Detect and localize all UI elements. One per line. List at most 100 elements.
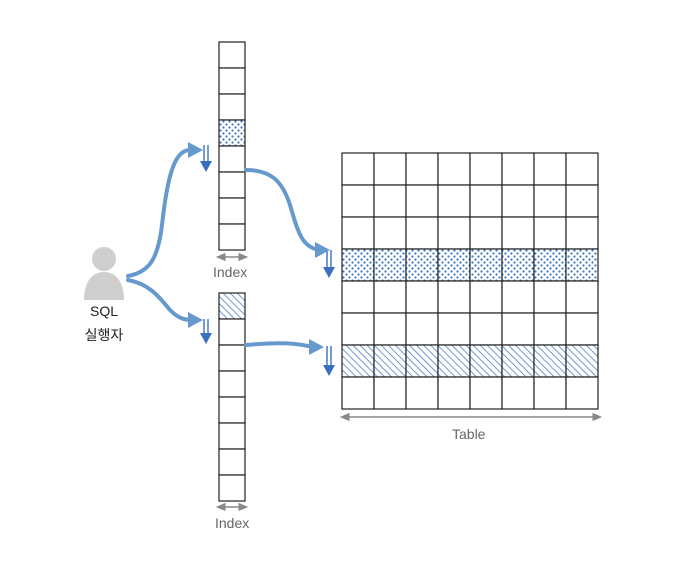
table-cell-dotted: [437, 248, 471, 282]
arrowhead-top-index-to-table: [315, 242, 330, 258]
table-cell: [501, 152, 535, 186]
table-cell: [469, 152, 503, 186]
table-cell: [565, 216, 599, 250]
table-cell: [565, 280, 599, 314]
table-cell: [533, 312, 567, 346]
table-cell-dotted: [469, 248, 503, 282]
table-cell: [437, 312, 471, 346]
table-cell: [469, 376, 503, 410]
arrow-top-index-to-table: [244, 168, 322, 252]
index-cell: [218, 171, 246, 199]
table-cell: [373, 312, 407, 346]
table-label: Table: [452, 426, 486, 442]
table-cell: [469, 280, 503, 314]
scan-down-arrows: [200, 145, 335, 376]
table-cell: [405, 152, 439, 186]
table-cell-hatched: [405, 344, 439, 378]
table-cell-hatched: [469, 344, 503, 378]
table-cell: [341, 216, 375, 250]
actor-label-line1: SQL: [89, 303, 118, 319]
arrow-bottom-index-to-table: [244, 341, 310, 348]
table-cell: [405, 280, 439, 314]
index-cell: [218, 41, 246, 69]
table-cell: [405, 184, 439, 218]
table-cell-dotted: [533, 248, 567, 282]
index-to-table-arrowheads: [309, 242, 330, 355]
scan-arrow-table-dotted-row: [323, 250, 335, 278]
table-cell: [373, 280, 407, 314]
scan-arrow-top-index: [200, 145, 212, 172]
table-cell: [437, 152, 471, 186]
arrowhead-top-index: [188, 142, 203, 158]
arrow-to-top-index: [126, 148, 192, 278]
table-cell: [373, 216, 407, 250]
table-cell: [501, 280, 535, 314]
table-cell: [373, 184, 407, 218]
actor-label-line2: 실행자: [84, 327, 124, 343]
index-cell: [218, 197, 246, 225]
table-cell: [469, 184, 503, 218]
table-cell: [341, 312, 375, 346]
index-top: [218, 41, 246, 251]
table-cell: [341, 376, 375, 410]
table-cell-hatched: [437, 344, 471, 378]
index-cell: [218, 223, 246, 251]
index-cell: [218, 145, 246, 173]
arrowhead-bottom-index: [188, 312, 203, 328]
index-cell: [218, 474, 246, 502]
table-cell-hatched: [341, 344, 375, 378]
table-cell: [501, 216, 535, 250]
table-cell-dotted: [501, 248, 535, 282]
table-cell: [341, 152, 375, 186]
table-cell: [501, 184, 535, 218]
table-cell: [565, 312, 599, 346]
table-cell-dotted: [565, 248, 599, 282]
table-cell-hatched: [533, 344, 567, 378]
table-cell: [405, 312, 439, 346]
index-cell: [218, 448, 246, 476]
table-cell: [533, 216, 567, 250]
table-cell: [341, 280, 375, 314]
table-cell: [533, 152, 567, 186]
table-cell-dotted: [405, 248, 439, 282]
index-cell-highlighted: [218, 119, 246, 147]
table-cell: [501, 312, 535, 346]
table-cell: [533, 376, 567, 410]
table-cell: [405, 216, 439, 250]
index-top-label: Index: [213, 264, 248, 280]
table-cell: [565, 376, 599, 410]
arrowhead-bottom-index-to-table: [309, 339, 324, 355]
arrow-to-bottom-index: [126, 278, 194, 322]
index-cell: [218, 370, 246, 398]
table-cell: [469, 312, 503, 346]
table-cell: [437, 376, 471, 410]
table-cell: [437, 184, 471, 218]
index-to-table-arrows: [244, 168, 322, 348]
table-cell-hatched: [501, 344, 535, 378]
actor-arrowheads: [188, 142, 203, 328]
index-cell: [218, 422, 246, 450]
index-cell: [218, 67, 246, 95]
table-cell: [373, 376, 407, 410]
index-bottom-label: Index: [215, 515, 250, 531]
table-cell: [565, 184, 599, 218]
table-grid: [341, 152, 599, 410]
index-cell: [218, 318, 246, 346]
table-cell: [565, 152, 599, 186]
index-cell-highlighted: [218, 292, 246, 320]
index-cell: [218, 344, 246, 372]
index-cell: [218, 396, 246, 424]
index-cell: [218, 93, 246, 121]
table-cell: [373, 152, 407, 186]
user-icon: [84, 247, 124, 300]
table-cell: [501, 376, 535, 410]
table-cell: [405, 376, 439, 410]
table-cell: [533, 280, 567, 314]
table-cell-hatched: [565, 344, 599, 378]
table-cell: [533, 184, 567, 218]
dimension-lines: [215, 252, 603, 512]
actor-to-index-arrows: [126, 148, 194, 322]
table-cell: [437, 280, 471, 314]
index-bottom: [218, 292, 246, 502]
